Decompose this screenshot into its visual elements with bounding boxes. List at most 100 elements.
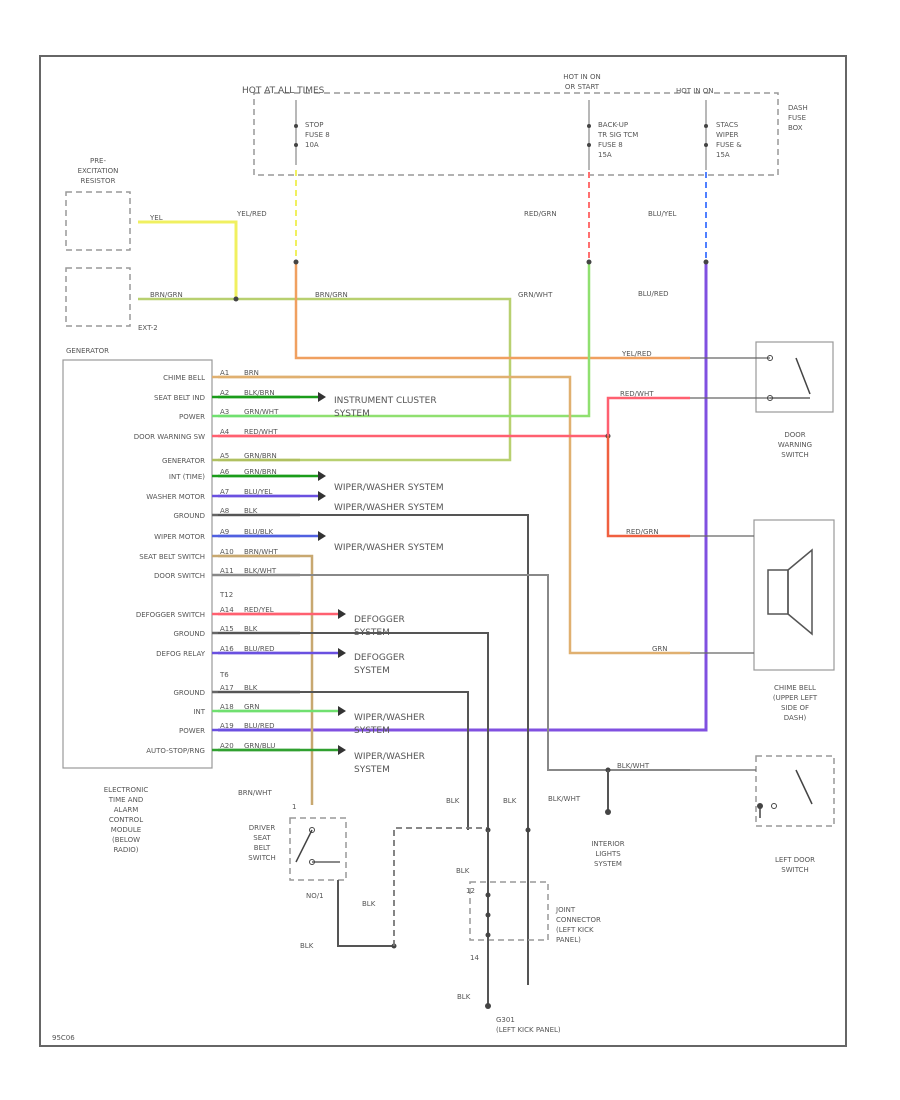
wire-blkwht-door-label: BLK/WHT: [617, 762, 650, 770]
module-pin-wire-code: BLK: [244, 625, 258, 633]
interior-lights-label-1: INTERIOR: [591, 840, 624, 848]
system-wiper3-label: WIPER/WASHER SYSTEM: [334, 543, 444, 553]
module-pin-id: A5: [220, 452, 229, 460]
module-pin-wire-code: GRN/BRN: [244, 468, 277, 476]
module-pin-wire-code: BLU/BLK: [244, 528, 274, 536]
joint-pin-12: 12: [466, 887, 475, 895]
module-pin-wire-code: BLK/WHT: [244, 567, 277, 575]
system-wiper2-label: WIPER/WASHER SYSTEM: [334, 503, 444, 513]
module-caption-7: RADIO): [113, 846, 138, 854]
wire-yelred-door-label: YEL/RED: [621, 350, 652, 358]
fuse-hot-on-start-label-1: HOT IN ON: [563, 73, 601, 81]
fuse-backup-label-1: BACK-UP: [598, 121, 628, 129]
module-pin-label: SEAT BELT SWITCH: [139, 553, 205, 561]
module-pin-label: INT: [193, 708, 205, 716]
module-pin-id: A1: [220, 369, 229, 377]
chime-bell-label-4: DASH): [784, 714, 807, 722]
module-pin-id: A6: [220, 468, 230, 476]
chime-bell-label-3: SIDE OF: [781, 704, 809, 712]
fuse-wiper-label-1: STACS: [716, 121, 739, 129]
fuse-stop-label-2: FUSE 8: [305, 131, 330, 139]
dash-fuse-box-label-3: BOX: [788, 124, 803, 132]
system-defog2-label-1: DEFOGGER: [354, 653, 405, 663]
module-wire-runs: [218, 375, 690, 985]
fuse-stop-label-1: STOP: [305, 121, 323, 129]
module-pin-label: GENERATOR: [162, 457, 205, 465]
fuse-hot-on-start-label-2: OR START: [565, 83, 600, 91]
driver-seat-label-1: DRIVER: [249, 824, 276, 832]
module-pin-wire-code: GRN/WHT: [244, 408, 279, 416]
module-pin-wire-code: BRN: [244, 369, 259, 377]
module-pin-wire-code: RED/YEL: [244, 606, 274, 614]
module-pin-label: GROUND: [173, 689, 205, 697]
ground-label-1: G301: [496, 1016, 515, 1024]
wire-brngrn-mid-label: BRN/GRN: [315, 291, 348, 299]
wire-blk-c-label: BLK: [446, 797, 460, 805]
system-instrument-label-1: INSTRUMENT CLUSTER: [334, 396, 437, 406]
interior-lights: BLK/WHT INTERIOR LIGHTS SYSTEM: [548, 795, 625, 868]
wire-blk-a-label: BLK: [362, 900, 376, 908]
wire-yel-label: YEL: [149, 214, 163, 222]
wire-grn-chime-label: GRN: [652, 645, 668, 653]
left-door-label-1: LEFT DOOR: [775, 856, 815, 864]
wire-brnwht-seat-label: BRN/WHT: [238, 789, 272, 797]
door-warning-switch: YEL/RED RED/WHT DOOR WARNING SWITCH: [620, 341, 834, 459]
module-pin-label: POWER: [179, 727, 205, 735]
module-pin-label: AUTO-STOP/RNG: [146, 747, 205, 755]
module-pin-wire-code: RED/WHT: [244, 428, 278, 436]
joint-connector-label-2: CONNECTOR: [556, 916, 601, 924]
module-caption-1: ELECTRONIC: [104, 786, 149, 794]
door-warning-label-2: WARNING: [778, 441, 812, 449]
module-pin-wire-code: BLU/RED: [244, 645, 275, 653]
module-pin-id: A16: [220, 645, 234, 653]
module-pin-label: WASHER MOTOR: [146, 493, 205, 501]
module-pin-label: DEFOG RELAY: [156, 650, 206, 658]
module-pin-wire-code: GRN/BRN: [244, 452, 277, 460]
module-pin-wire-code: GRN: [244, 703, 260, 711]
pre-excitation-resistor: PRE- EXCITATION RESISTOR EXT-2: [65, 157, 158, 332]
seat-belt-pin-1: 1: [292, 803, 296, 811]
footer-code: 95C06: [52, 1034, 75, 1042]
module-pin-wire-code: GRN/BLU: [244, 742, 275, 750]
driver-seat-belt-switch: BRN/WHT 1 DRIVER SEAT BELT SWITCH NO/1 B…: [238, 789, 397, 950]
wire-blk-b-label: BLK: [300, 942, 314, 950]
wire-redwht-door-label: RED/WHT: [620, 390, 654, 398]
joint-connector-label-1: JOINT: [555, 906, 576, 914]
pre-excitation-title-3: RESISTOR: [81, 177, 116, 185]
module-pin-wire-code: BLK: [244, 684, 258, 692]
system-instrument-label-2: SYSTEM: [334, 409, 370, 419]
fuse-wiper-label-2: WIPER: [716, 131, 739, 139]
chime-bell-label-1: CHIME BELL: [774, 684, 816, 692]
module-pin-label: DEFOGGER SWITCH: [136, 611, 205, 619]
module-pin-label: SEAT BELT IND: [154, 394, 205, 402]
module-generator-label: GENERATOR: [66, 347, 109, 355]
dash-fuse-box-label-2: FUSE: [788, 114, 806, 122]
module-t6-label: T6: [219, 671, 229, 679]
system-wiper5-label-2: SYSTEM: [354, 765, 390, 775]
module-pin-id: A8: [220, 507, 229, 515]
module-caption-5: MODULE: [111, 826, 141, 834]
fuse-backup-label-3: FUSE 8: [598, 141, 623, 149]
module-pin-wire-code: BLK/BRN: [244, 389, 275, 397]
wire-blk-e-label: BLK: [456, 867, 470, 875]
module-pin-id: A4: [220, 428, 230, 436]
module-pin-id: A3: [220, 408, 229, 416]
wire-redgrn-chime-label: RED/GRN: [626, 528, 659, 536]
fuse-backup-label-2: TR SIG TCM: [597, 131, 638, 139]
module-pin-id: A19: [220, 722, 234, 730]
fuse-stop-label-3: 10A: [305, 141, 319, 149]
pre-excitation-ext-label: EXT-2: [138, 324, 158, 332]
system-wiper4-label-1: WIPER/WASHER: [354, 713, 425, 723]
module-caption-2: TIME AND: [108, 796, 143, 804]
wire-blk-d-label: BLK: [503, 797, 517, 805]
module-pin-wire-code: BRN/WHT: [244, 548, 278, 556]
fuse-backup-label-4: 15A: [598, 151, 612, 159]
module-pin-wire-code: BLU/YEL: [244, 488, 273, 496]
joint-pin-14: 14: [470, 954, 479, 962]
module-pin-id: A14: [220, 606, 234, 614]
door-warning-label-3: SWITCH: [781, 451, 808, 459]
pre-excitation-title-2: EXCITATION: [78, 167, 119, 175]
wire-blk-f-label: BLK: [457, 993, 471, 1001]
module-caption-4: CONTROL: [109, 816, 143, 824]
